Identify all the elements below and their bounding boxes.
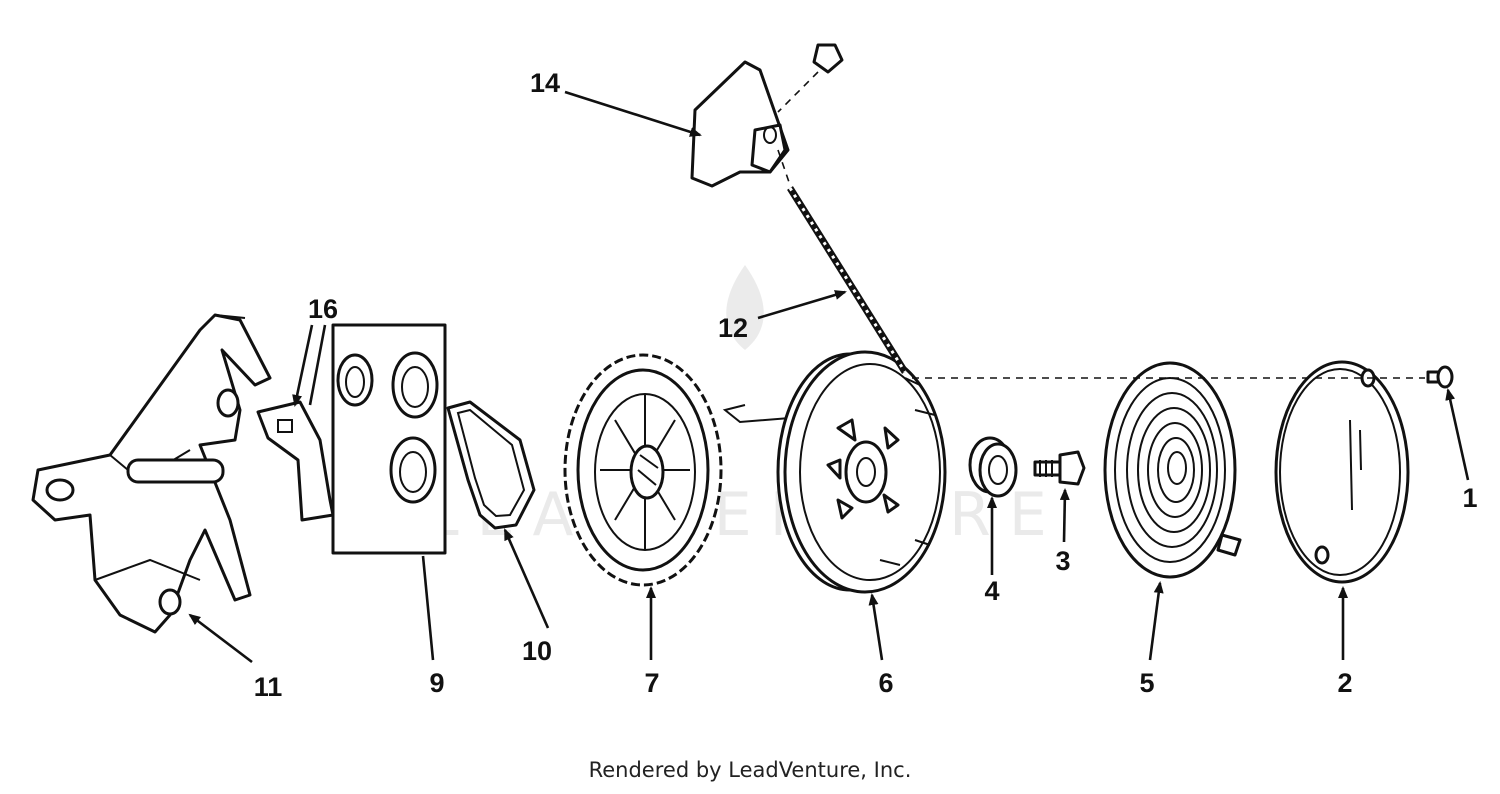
callout-7: 7 xyxy=(644,668,659,698)
callout-6: 6 xyxy=(878,668,893,698)
leader-arrows xyxy=(188,90,1470,664)
callout-labels: 1 2 3 4 5 6 7 9 10 11 12 14 16 xyxy=(254,68,1478,702)
part-12-rope xyxy=(787,186,908,374)
callout-4: 4 xyxy=(984,576,999,606)
part-4-bushing xyxy=(968,436,1018,498)
callout-3: 3 xyxy=(1055,546,1070,576)
part-6-pulley xyxy=(722,350,947,594)
callout-11: 11 xyxy=(254,672,283,702)
part-9-seal-plate xyxy=(331,323,447,555)
footer-credit: Rendered by LeadVenture, Inc. xyxy=(588,758,912,782)
part-3-bolt xyxy=(1033,450,1086,486)
callout-12: 12 xyxy=(718,313,748,343)
part-7-gear xyxy=(563,353,723,587)
part-2-cover xyxy=(1274,360,1410,584)
callout-10: 10 xyxy=(522,636,552,666)
callout-1: 1 xyxy=(1462,483,1477,513)
callout-9: 9 xyxy=(429,668,444,698)
alignment-lines xyxy=(777,71,1425,379)
part-14-handle xyxy=(690,43,844,188)
part-1-screw xyxy=(1426,365,1454,389)
callout-14: 14 xyxy=(530,68,560,98)
callout-5: 5 xyxy=(1139,668,1154,698)
part-16-arm xyxy=(256,400,335,522)
callout-2: 2 xyxy=(1337,668,1352,698)
part-11-bracket xyxy=(31,313,272,634)
part-5-spring xyxy=(1103,361,1242,579)
part-10-gasket xyxy=(446,400,536,530)
callout-16: 16 xyxy=(308,294,338,324)
